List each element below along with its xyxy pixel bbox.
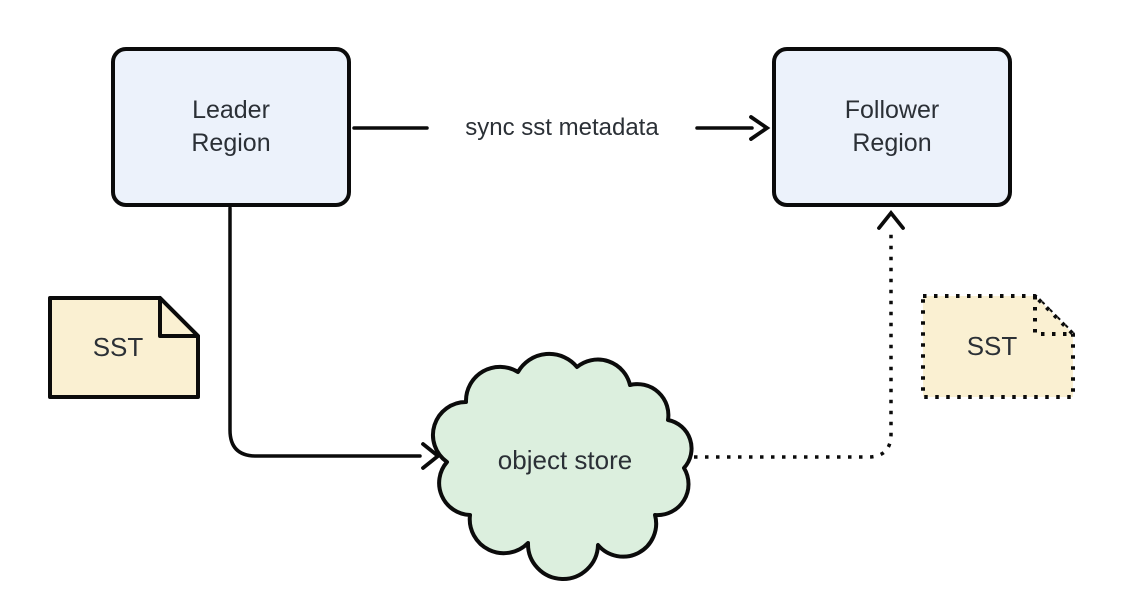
object-store-cloud [430, 351, 694, 581]
leader-to-store-edge [228, 206, 422, 458]
follower-region-box [772, 47, 1012, 207]
sync-arrowhead-icon [749, 115, 771, 141]
sst-note-left-fold-icon [158, 296, 200, 338]
sst-note-right-fold-icon [1033, 294, 1075, 336]
store-to-follower-arrowhead-icon [877, 209, 905, 230]
leader-region-box [111, 47, 351, 207]
store-to-follower-edge [694, 230, 893, 459]
sst-note-right [921, 294, 1075, 399]
